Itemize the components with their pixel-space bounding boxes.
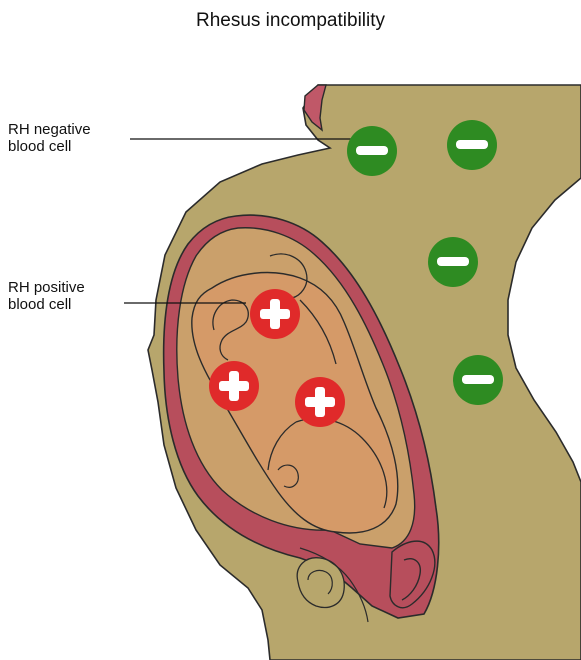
rh-negative-cell <box>453 355 503 405</box>
rh-negative-cell <box>428 237 478 287</box>
rh-negative-cell <box>447 120 497 170</box>
rh-positive-cell <box>250 289 300 339</box>
rh-negative-cell <box>347 126 397 176</box>
rh-positive-cell <box>209 361 259 411</box>
rh-positive-cell <box>295 377 345 427</box>
